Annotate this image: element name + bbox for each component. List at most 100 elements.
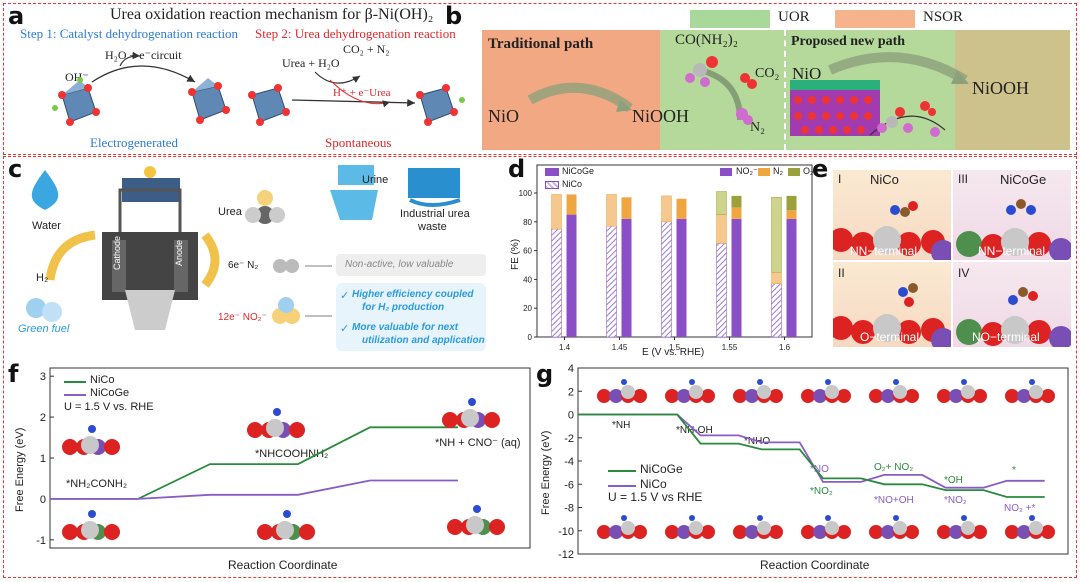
g-s-star: * xyxy=(1012,465,1016,476)
g-ytick-label: -8 xyxy=(564,503,574,515)
g-s-o2no2: O₂+ NO₂ xyxy=(874,462,914,473)
e-q2-term: NN−terminal xyxy=(978,244,1046,258)
six-e-label: 6e⁻ N₂ xyxy=(228,260,259,271)
d-legend-nicoge: NiCoGe xyxy=(562,166,595,176)
g-slab-thumb-icon xyxy=(733,515,783,539)
f-series-nicoge xyxy=(50,479,458,500)
waste-label: waste xyxy=(418,221,447,233)
e-q3-term: O−terminal xyxy=(860,330,920,344)
step2-text: Step 2: Urea dehydrogenation reaction xyxy=(255,26,456,41)
f-slab-thumb-icon xyxy=(62,510,120,540)
g-slab-thumb-icon xyxy=(801,379,851,403)
e-q4-term: NO−terminal xyxy=(972,330,1040,344)
g-s-no2: *NO₂ xyxy=(810,486,833,497)
urea-adsorbed-icon xyxy=(877,101,940,137)
co2-formula: CO₂ xyxy=(755,66,780,81)
co2-n2-text: CO₂ + N₂ xyxy=(343,42,390,56)
g-slab-thumb-icon xyxy=(1005,515,1055,539)
e-q2-roman: III xyxy=(958,172,969,186)
spontaneous-text: Spontaneous xyxy=(325,135,392,150)
d-legend-o2: O₂ xyxy=(803,166,814,176)
d-bar-nico xyxy=(771,197,782,273)
step1-text: Step 1: Catalyst dehydrogenation reactio… xyxy=(20,26,239,41)
check-1-icon: ✓ xyxy=(340,290,350,302)
uor-legend: UOR xyxy=(778,9,810,25)
octahedron-4-icon xyxy=(416,84,465,126)
g-legend-nico: NiCo xyxy=(640,477,667,491)
d-bar-nicoge xyxy=(621,218,632,337)
e-quad-2 xyxy=(953,170,1071,260)
octahedron-3-icon xyxy=(248,84,290,126)
urea-h2o-text: Urea + H₂O xyxy=(282,56,340,70)
d-bar-nicoge xyxy=(786,218,797,337)
d-ytick-label: 40 xyxy=(523,275,532,284)
g-legend-nicoge: NiCoGe xyxy=(640,462,683,476)
h2o-e-text: H₂O + e⁻circuit xyxy=(105,48,182,62)
d-bar-nicoge xyxy=(566,214,577,337)
d-xtick-label: 1.5 xyxy=(669,343,681,352)
toilet-icon xyxy=(338,165,374,185)
f-condition: U = 1.5 V vs. RHE xyxy=(64,401,154,413)
twelve-e-label: 12e⁻ NO₂⁻ xyxy=(218,312,267,323)
g-slab-thumb-icon xyxy=(665,515,715,539)
check-2-icon: ✓ xyxy=(340,323,350,335)
g-condition: U = 1.5 V vs RHE xyxy=(608,490,703,504)
g-ytick-label: -6 xyxy=(564,479,574,491)
f-step3-label: *NH + CNO⁻ (aq) xyxy=(435,437,521,449)
g-ytick-label: -10 xyxy=(558,526,574,538)
nsor-legend: NSOR xyxy=(923,9,964,25)
f-xlabel: Reaction Coordinate xyxy=(228,558,338,572)
d-ytick-label: 60 xyxy=(523,247,532,256)
g-ytick-label: -12 xyxy=(558,549,574,561)
d-legend-o2-swatch xyxy=(788,168,800,176)
e-quad-1-slab-icon xyxy=(833,201,951,260)
g-ytick-label: 0 xyxy=(568,410,574,422)
g-ytick-label: -4 xyxy=(564,456,574,468)
traditional-path-title: Traditional path xyxy=(488,36,594,52)
g-ytick-label: 4 xyxy=(568,363,574,375)
f-step1-label: *NH₂CONH₂ xyxy=(66,478,128,490)
g-s-no2b: *NO₂ xyxy=(944,495,967,506)
green-fuel-label: Green fuel xyxy=(18,323,70,335)
g-ytick-label: -2 xyxy=(564,433,574,445)
f-legend-nico-line xyxy=(64,381,86,383)
nsor-swatch xyxy=(835,10,915,28)
g-s-nooh: *NO+OH xyxy=(874,495,914,506)
f-ytick-label: 3 xyxy=(40,371,46,383)
d-bar-nicoge xyxy=(786,210,797,219)
d-xtick-label: 1.6 xyxy=(779,343,791,352)
e-q1-roman: I xyxy=(838,172,842,186)
f-slab-thumb-icon xyxy=(447,505,505,535)
d-bar-nicoge xyxy=(566,194,577,215)
more-line2: utilization and application xyxy=(362,335,485,346)
panel-a-title: Urea oxidation reaction mechanism for β-… xyxy=(110,6,434,23)
panel-a-drawing xyxy=(52,51,465,126)
d-bar-nicoge xyxy=(676,218,687,337)
non-active-text: Non-active, low valuable xyxy=(345,259,454,270)
d-xtick-label: 1.55 xyxy=(722,343,738,352)
e-q1-term: NN−terminal xyxy=(850,244,918,258)
more-line1: More valuable for next xyxy=(352,322,459,333)
panel-ab-frame xyxy=(3,3,1077,155)
e-quad-3-slab-icon xyxy=(833,283,951,347)
d-bar-nicoge xyxy=(621,197,632,219)
e-quad-3 xyxy=(833,262,951,347)
urine-label: Urine xyxy=(362,174,389,186)
g-s-no2star: NO₂ +* xyxy=(1004,503,1036,514)
d-legend-n2-swatch xyxy=(758,168,770,176)
g-slab-thumb-icon xyxy=(869,515,919,539)
g-slab-thumb-icon xyxy=(1005,379,1055,403)
d-ytick-label: 80 xyxy=(523,218,532,227)
octahedron-2-icon xyxy=(188,78,230,124)
e-q1-name: NiCo xyxy=(870,172,899,187)
d-bar-nicoge xyxy=(786,195,797,211)
f-slab-thumb-icon xyxy=(247,408,305,438)
panel-g-label: g xyxy=(536,360,554,388)
h-e-text: H⁺ + e⁻Urea xyxy=(333,87,391,99)
d-xlabel: E (V vs. RHE) xyxy=(642,347,705,358)
niooh-left: NiOOH xyxy=(632,106,689,126)
g-ytick-label: 2 xyxy=(568,386,574,398)
h2-label: H₂ xyxy=(36,272,49,284)
d-bar-nicoge xyxy=(731,207,742,219)
